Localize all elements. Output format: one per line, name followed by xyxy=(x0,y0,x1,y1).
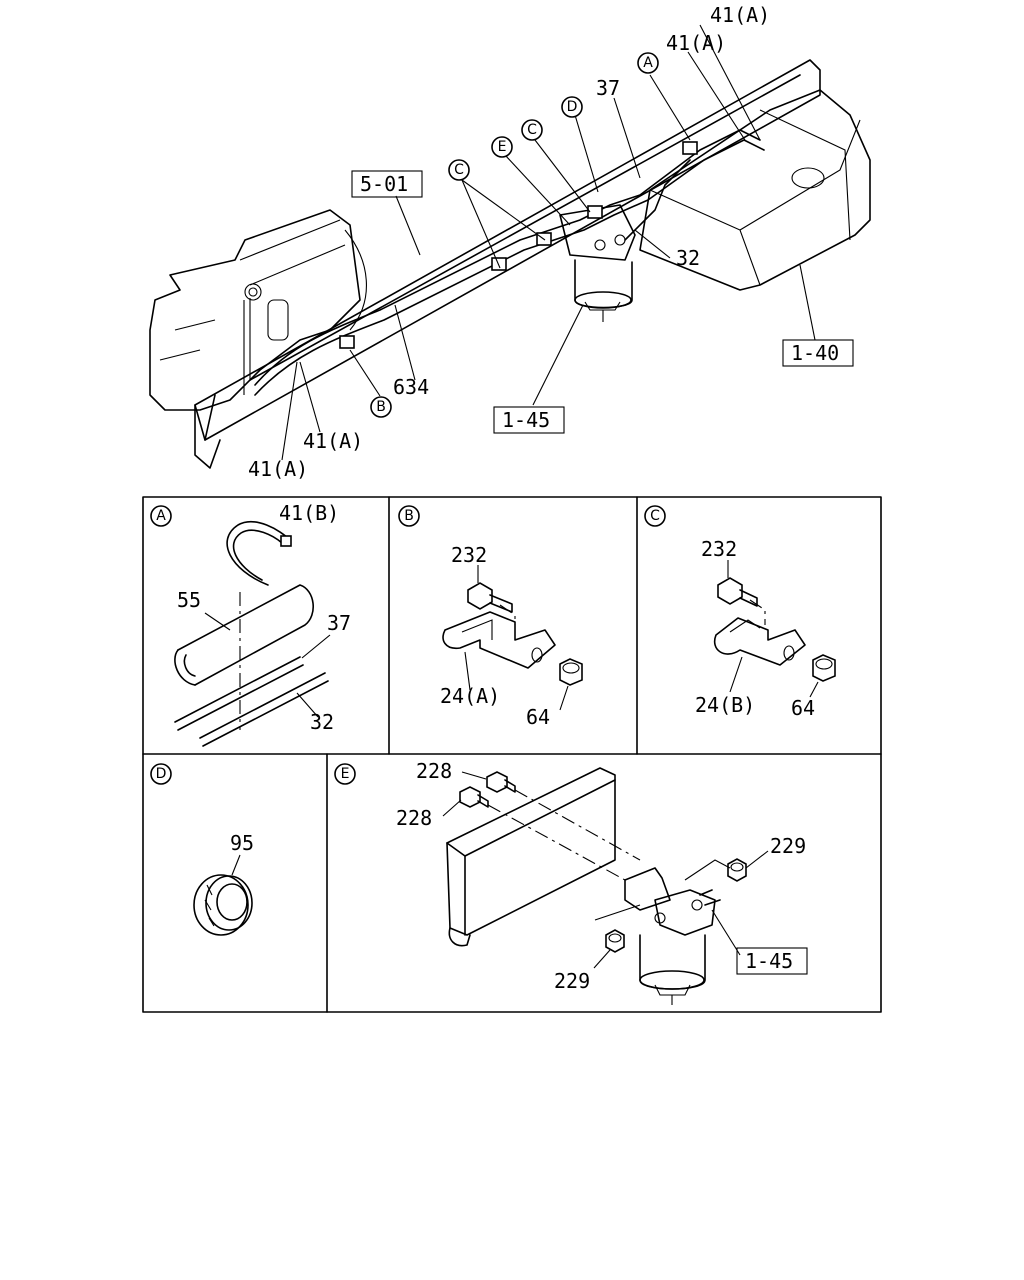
panel-a-callout: A xyxy=(150,505,172,527)
panel-e: E 228 228 229 xyxy=(334,759,808,1005)
label-229-2: 229 xyxy=(554,969,590,993)
svg-text:5-01: 5-01 xyxy=(360,172,408,196)
ref-41a-lower-1: 41(A) xyxy=(303,429,363,453)
panel-b-callout: B xyxy=(398,505,420,527)
label-24b: 24(B) xyxy=(695,693,755,717)
clamp-c-3 xyxy=(587,205,603,219)
ref-41a-second: 41(A) xyxy=(666,31,726,55)
svg-text:C: C xyxy=(650,508,660,524)
svg-text:A: A xyxy=(156,508,166,524)
clamp-c-1 xyxy=(491,257,507,271)
panel-b: B 232 24(A) 64 xyxy=(398,505,583,729)
label-232-c: 232 xyxy=(701,537,737,561)
label-232-b: 232 xyxy=(451,543,487,567)
leader-lines xyxy=(281,24,816,461)
label-64-b: 64 xyxy=(526,705,550,729)
label-24a: 24(A) xyxy=(440,684,500,708)
svg-text:B: B xyxy=(404,508,414,524)
label-228-1: 228 xyxy=(416,759,452,783)
label-229-1: 229 xyxy=(770,834,806,858)
panel-a: A 41(B) 55 37 32 xyxy=(150,501,351,747)
svg-text:1-45: 1-45 xyxy=(502,408,550,432)
ref-37: 37 xyxy=(596,76,620,100)
box-1-40: 1-40 xyxy=(782,339,854,367)
callout-c-1: C xyxy=(521,119,543,141)
svg-text:D: D xyxy=(567,99,578,115)
engine-block xyxy=(149,209,367,411)
svg-text:B: B xyxy=(376,399,386,415)
callout-b: B xyxy=(370,396,392,418)
panel-d: D 95 xyxy=(150,763,254,936)
ref-634: 634 xyxy=(393,375,429,399)
svg-text:A: A xyxy=(643,55,653,71)
frame-rail xyxy=(194,59,821,469)
svg-text:1-40: 1-40 xyxy=(791,341,839,365)
panel-d-callout: D xyxy=(150,763,172,785)
ref-41a-lower-2: 41(A) xyxy=(248,457,308,481)
main-assembly: 41(A) 41(A) 37 32 634 41(A) 41(A) 5-01 1… xyxy=(149,3,871,481)
label-228-2: 228 xyxy=(396,806,432,830)
panel-e-callout: E xyxy=(334,763,356,785)
svg-text:C: C xyxy=(454,162,464,178)
svg-text:D: D xyxy=(156,766,167,782)
box-5-01: 5-01 xyxy=(351,170,423,198)
box-1-45-detail: 1-45 xyxy=(736,947,808,975)
label-32: 32 xyxy=(310,710,334,734)
svg-text:1-45: 1-45 xyxy=(745,949,793,973)
ref-41a-top: 41(A) xyxy=(710,3,770,27)
label-95: 95 xyxy=(230,831,254,855)
svg-text:E: E xyxy=(341,766,350,782)
fuel-tank xyxy=(639,89,871,291)
panel-c-callout: C xyxy=(644,505,666,527)
detail-grid xyxy=(142,496,882,1013)
label-64-c: 64 xyxy=(791,696,815,720)
box-1-45-main: 1-45 xyxy=(493,406,565,434)
label-41b: 41(B) xyxy=(279,501,339,525)
panel-c: C 232 24(B) 64 xyxy=(644,505,836,720)
label-37: 37 xyxy=(327,611,351,635)
svg-text:E: E xyxy=(498,139,507,155)
fuel-filter xyxy=(559,204,636,322)
label-55: 55 xyxy=(177,588,201,612)
ref-32: 32 xyxy=(676,246,700,270)
callout-e: E xyxy=(491,136,513,158)
svg-text:C: C xyxy=(527,122,537,138)
clamp-a xyxy=(682,141,698,155)
callout-c-2: C xyxy=(448,159,470,181)
callout-a: A xyxy=(637,52,659,74)
callout-d: D xyxy=(561,96,583,118)
fuel-lines xyxy=(254,129,765,396)
clamp-b xyxy=(339,335,355,349)
